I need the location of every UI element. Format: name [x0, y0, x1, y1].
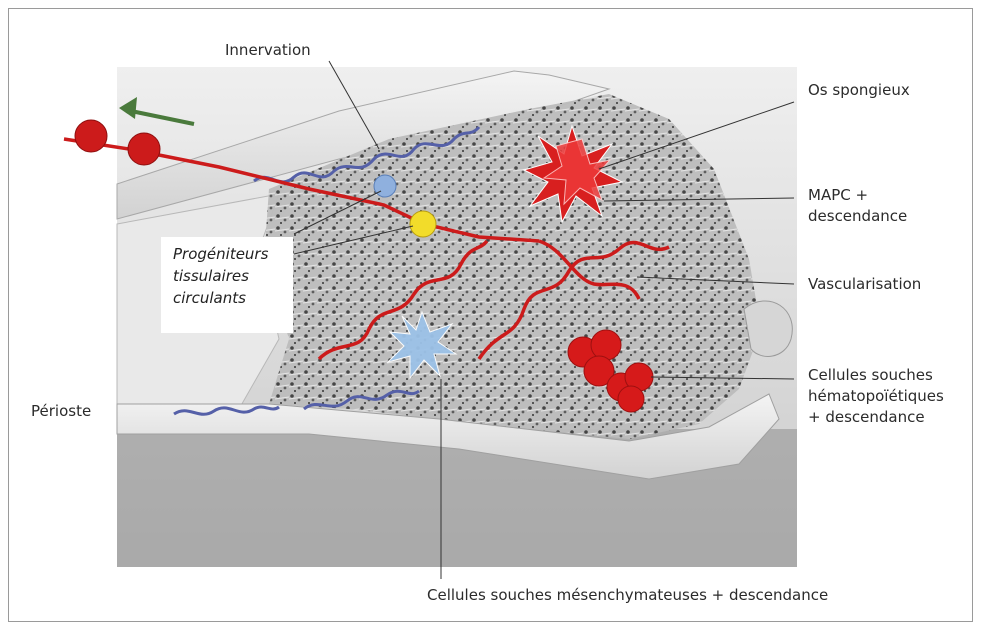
label-mapc-1: MAPC +: [808, 185, 868, 205]
circulating-cell-2: [128, 133, 160, 165]
progenitor-yellow: [410, 211, 436, 237]
label-mesenchymateuses: Cellules souches mésenchymateuses + desc…: [427, 585, 828, 605]
label-innervation: Innervation: [225, 40, 311, 60]
bone-illustration: [9, 9, 972, 621]
label-progeniteurs-1: Progéniteurs: [173, 243, 268, 265]
label-hema-2: hématopoïétiques: [808, 386, 944, 406]
label-os-spongieux: Os spongieux: [808, 80, 910, 100]
label-mapc-2: descendance: [808, 206, 907, 226]
bone-end: [744, 301, 792, 356]
progeniteurs-label-box: Progéniteurs tissulaires circulants: [161, 237, 293, 333]
label-hema-1: Cellules souches: [808, 365, 933, 385]
circulating-cell-1: [75, 120, 107, 152]
label-vascularisation: Vascularisation: [808, 274, 921, 294]
progenitor-blue: [374, 175, 396, 197]
label-perioste: Périoste: [31, 401, 91, 421]
label-progeniteurs-3: circulants: [173, 287, 246, 309]
label-progeniteurs-2: tissulaires: [173, 265, 249, 287]
diagram-frame: Innervation Os spongieux MAPC + descenda…: [8, 8, 973, 622]
label-hema-3: + descendance: [808, 407, 925, 427]
